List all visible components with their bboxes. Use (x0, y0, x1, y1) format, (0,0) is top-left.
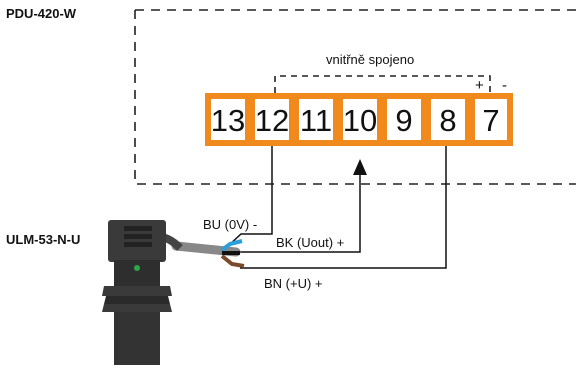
terminal-label: 8 (439, 103, 456, 138)
wire-bn-core (220, 254, 245, 268)
minus-sign: - (502, 77, 507, 94)
terminal-label: 12 (255, 103, 289, 138)
ulm-sensor-icon (102, 220, 183, 365)
wire-bn-line (240, 146, 447, 269)
terminal-9 (381, 93, 427, 146)
terminal-label: 9 (395, 103, 412, 138)
terminal-7 (469, 93, 513, 146)
terminal-10 (337, 93, 383, 146)
wire-bu-line (227, 146, 273, 247)
wire-bk-label: BK (Uout) + (276, 235, 345, 250)
terminal-label: 13 (211, 103, 245, 138)
terminal-8 (425, 93, 471, 146)
wire-bu-core (220, 239, 243, 252)
terminal-label: 7 (482, 103, 499, 138)
terminal-label: 11 (300, 103, 332, 138)
terminal-label: 10 (343, 103, 377, 138)
plus-sign: + (475, 77, 484, 94)
pdu-enclosure (134, 9, 576, 185)
sensor-device-label: ULM-53-N-U (6, 232, 81, 247)
terminal-13 (205, 93, 251, 146)
internal-link-label: vnitřně spojeno (326, 52, 415, 67)
wire-bu-label: BU (0V) - (203, 217, 258, 232)
pdu-device-label: PDU-420-W (6, 6, 77, 21)
internal-link-bracket (274, 75, 491, 93)
wire-bk-line (236, 172, 361, 253)
terminal-12 (249, 93, 295, 146)
wire-bn-label: BN (+U) + (264, 276, 323, 291)
arrow-up-icon (353, 159, 367, 175)
terminal-11 (293, 93, 339, 146)
